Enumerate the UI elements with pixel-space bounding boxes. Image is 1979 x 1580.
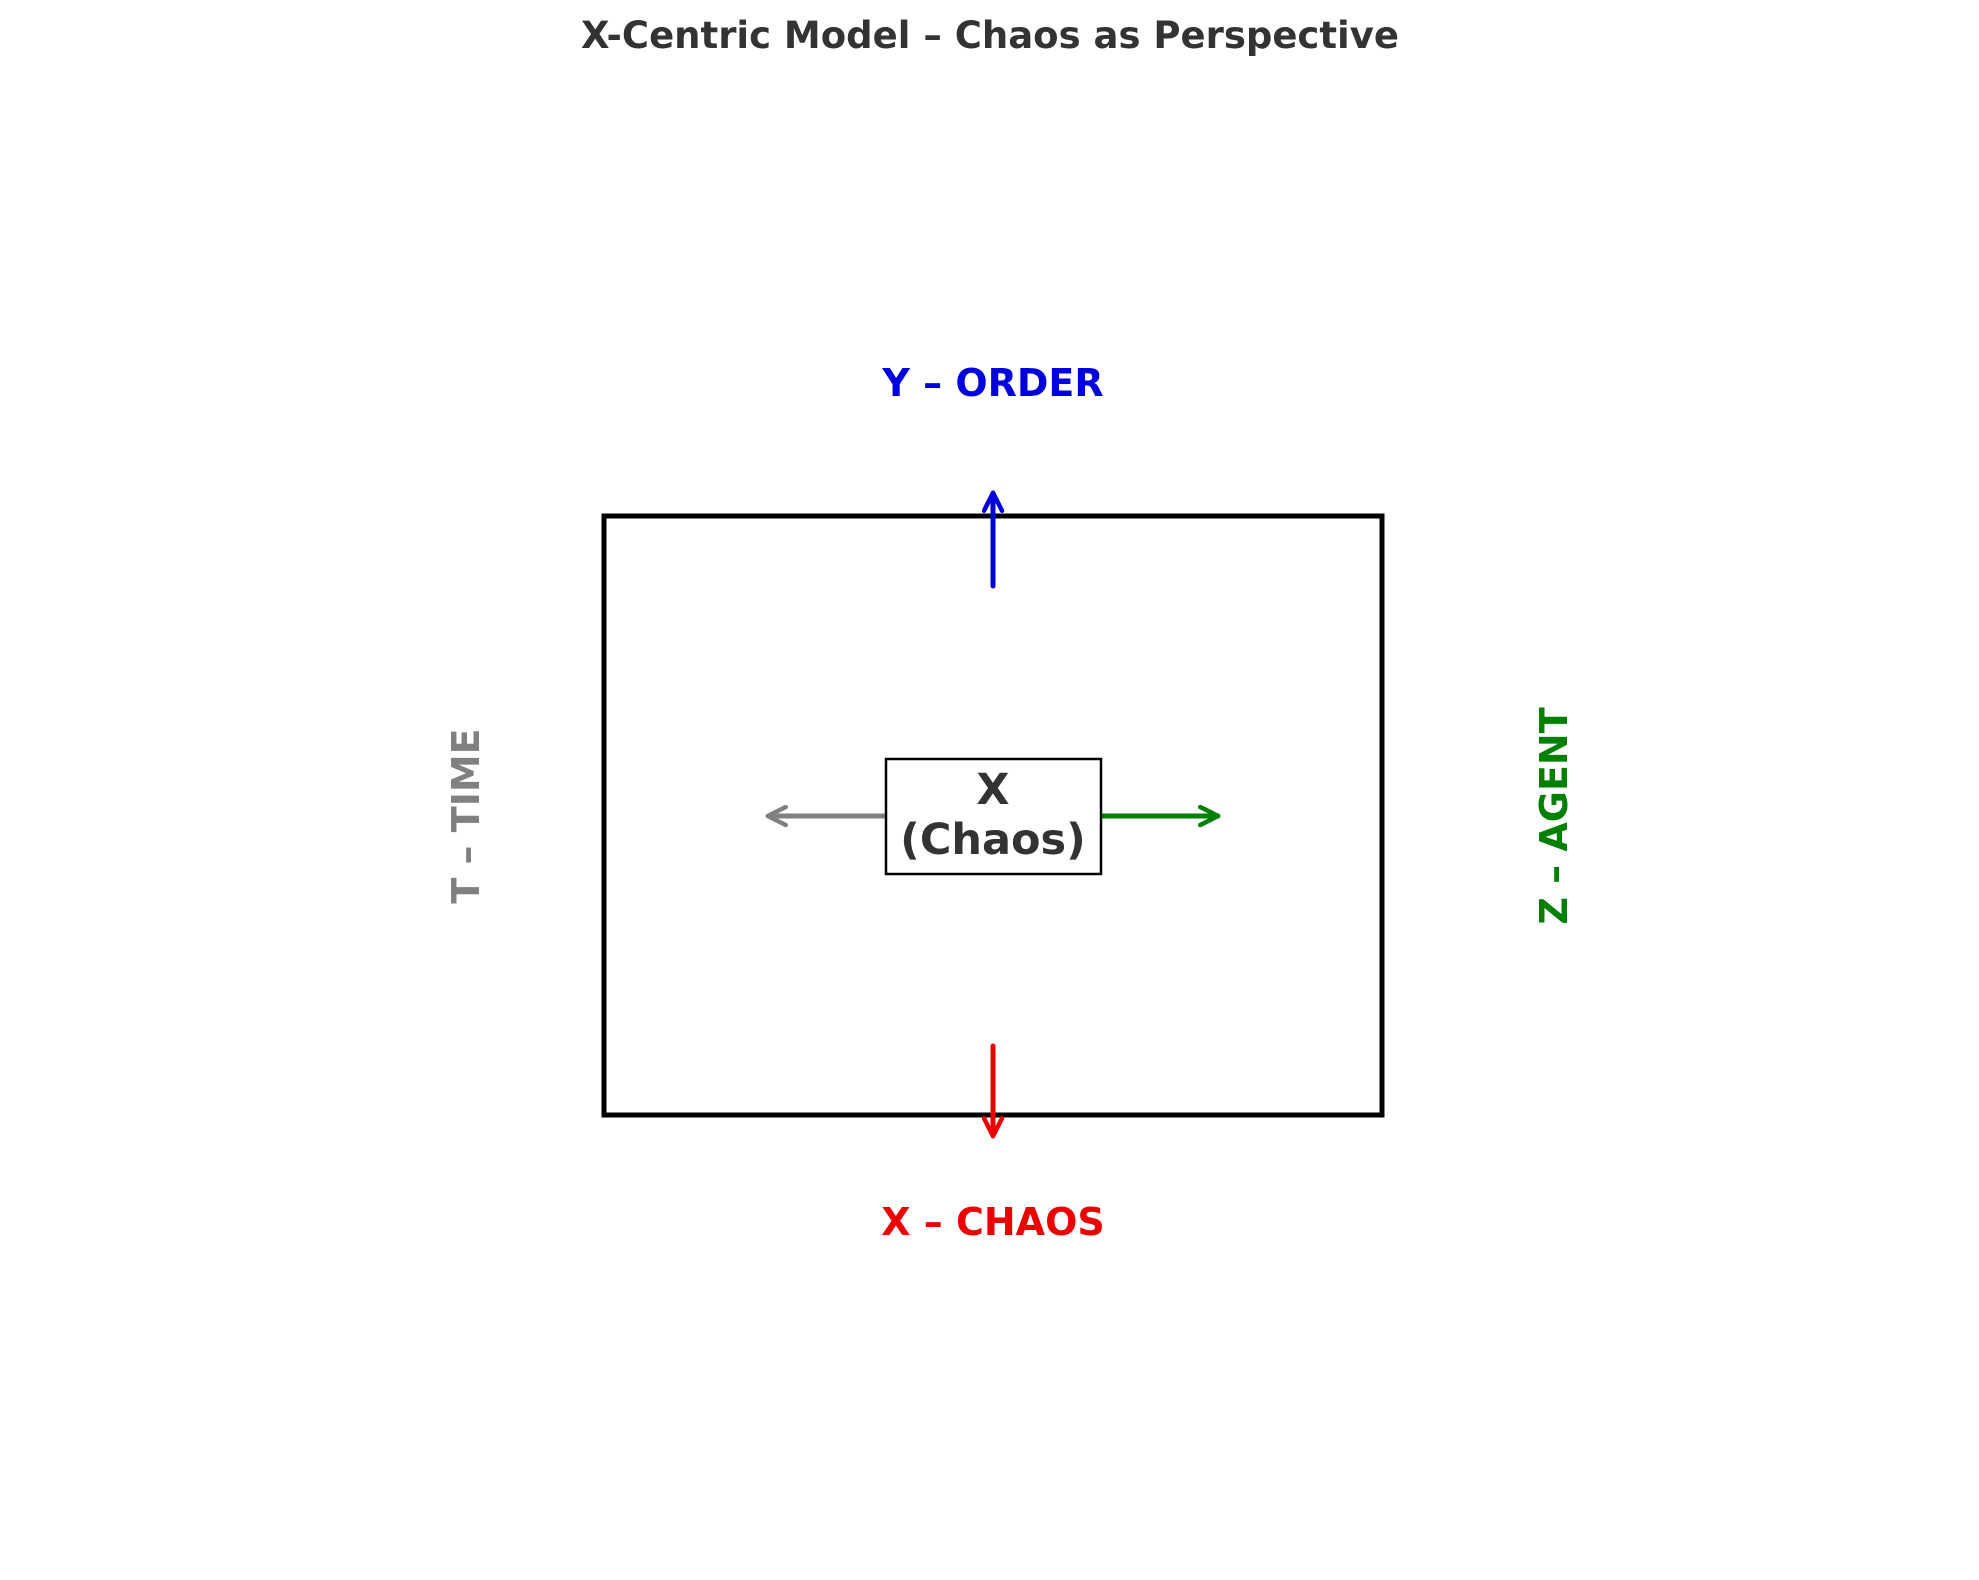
- center-box: [884, 757, 1103, 876]
- center-label-x: X: [976, 765, 1009, 815]
- chaos-axis-label: X – CHAOS: [881, 1200, 1105, 1244]
- center-label-chaos: (Chaos): [900, 815, 1086, 865]
- time-axis-label: T – TIME: [444, 728, 488, 903]
- diagram-title: X-Centric Model – Chaos as Perspective: [581, 14, 1399, 57]
- order-axis-label: Y – ORDER: [881, 361, 1103, 405]
- agent-axis-label: Z – AGENT: [1532, 707, 1576, 924]
